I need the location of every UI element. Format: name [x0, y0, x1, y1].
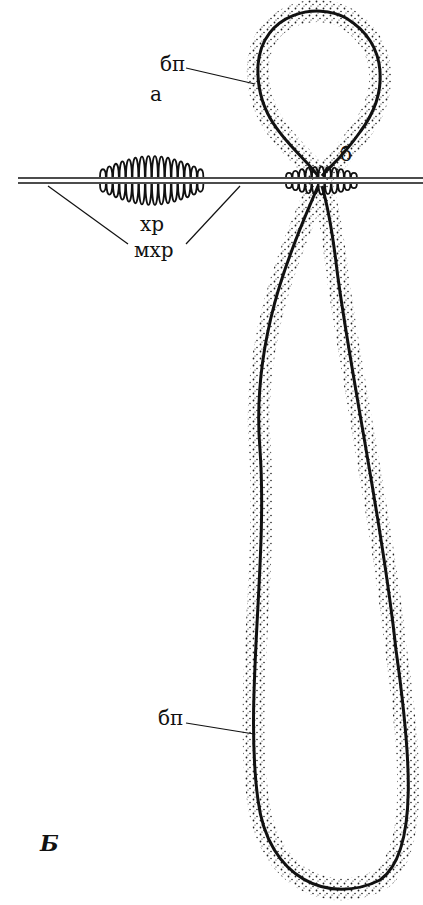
- leader-line: [186, 186, 240, 244]
- puff-label: б: [340, 144, 352, 164]
- chromomere-fibers: [100, 156, 203, 205]
- chromosome-strand: [18, 177, 423, 178]
- puff-fibers: [286, 167, 357, 195]
- chromosome-strand: [18, 182, 423, 183]
- leader-line: [48, 186, 128, 244]
- loop-label: бп: [160, 54, 185, 74]
- loop-label: бп: [158, 708, 183, 728]
- chromomere-label: хр: [140, 214, 164, 234]
- loop-halo: [254, 186, 409, 889]
- lateral-loop: [254, 186, 409, 889]
- chromomere-label: а: [150, 84, 162, 104]
- interchromomere-label: мхр: [134, 240, 174, 260]
- panel-letter: Б: [40, 832, 59, 854]
- leader-line: [186, 68, 255, 84]
- loop-halo: [258, 11, 380, 176]
- lateral-loop: [258, 11, 380, 176]
- leader-line: [186, 723, 254, 734]
